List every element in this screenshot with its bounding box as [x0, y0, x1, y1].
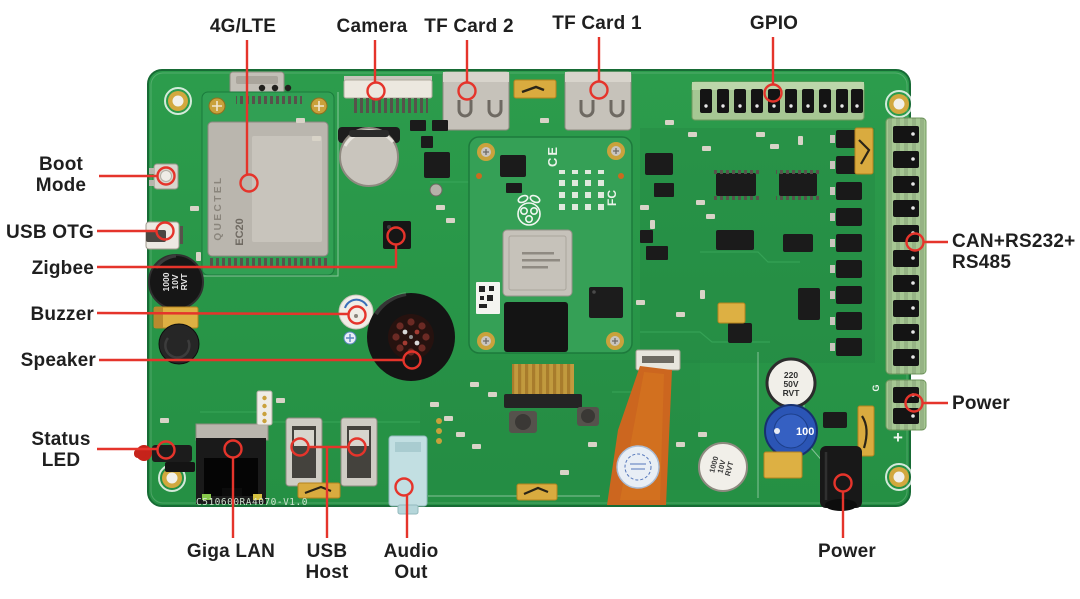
emmc-chip [504, 302, 568, 352]
cm4-fcc-mark: FC [605, 190, 619, 206]
lte-module: QUECTEL EC20 [201, 91, 335, 276]
electrolytic-capacitor-220: 220 50V RVT [765, 357, 817, 409]
inductors-bottom [509, 407, 599, 433]
gold-sticker-right-bottom [857, 405, 875, 457]
cm4-corner-screws [477, 142, 625, 350]
lte-brand-text: QUECTEL [213, 175, 224, 240]
cap-1000-line1: 1000 [707, 455, 720, 473]
cap-1000-line3: RVT [723, 460, 736, 477]
label-boot-mode: Boot Mode [35, 154, 87, 196]
silkscreen-part-number: C510600RA4070-V1.0 [196, 497, 308, 508]
cpu-shield [502, 229, 573, 297]
coin-battery [338, 127, 400, 187]
gold-sticker-right-top [854, 127, 874, 175]
tantalum-capacitor-mid [717, 302, 746, 324]
label-tf-card-2: TF Card 2 [424, 16, 514, 37]
serial-terminal [885, 117, 927, 375]
inductor-coil-left [158, 323, 200, 365]
cap-left-line1: 1000 [161, 272, 171, 291]
label-4g-lte: 4G/LTE [209, 16, 277, 37]
label-power-bottom: Power [817, 541, 877, 562]
label-tf-card-1: TF Card 1 [552, 13, 642, 34]
usb-host-ports [285, 417, 378, 487]
label-gpio: GPIO [749, 13, 799, 34]
callout-circles [155, 80, 925, 497]
electrolytic-capacitor-left: 1000 10V RVT [148, 254, 204, 310]
label-speaker: Speaker [20, 350, 96, 371]
cap-220-line3: RVT [783, 388, 801, 398]
label-power-right: Power [952, 393, 1011, 414]
cm4-ce-mark: CE [545, 145, 560, 167]
lcd-flex-connector [504, 364, 582, 408]
cap-left-line3: RVT [179, 273, 189, 291]
cap-220-line1: 220 [784, 370, 798, 380]
raspberry-pi-logo [517, 194, 541, 226]
silkscreen-plus: + [893, 428, 903, 447]
rj45-ethernet-port [195, 423, 269, 504]
wifi-chip [589, 287, 623, 318]
label-sticker-gold [513, 79, 557, 99]
tf-card-2-slot [442, 71, 510, 131]
gold-sticker-bottom-left [297, 482, 341, 499]
inductor-value: 100 [796, 426, 814, 438]
pad-column [436, 418, 442, 444]
label-buzzer: Buzzer [30, 304, 94, 325]
cap-1000-line2: 10V [715, 459, 727, 474]
tantalum-capacitor-power [763, 451, 803, 479]
label-camera: Camera [336, 16, 408, 37]
gold-sticker-bottom-mid [516, 483, 558, 501]
label-usb-otg: USB OTG [6, 222, 94, 243]
module-screws [208, 97, 328, 115]
cm4-qr-sticker [476, 282, 500, 314]
cm4-test-pads [556, 170, 608, 216]
label-can-rs232-rs485: CAN+RS232+ RS485 [952, 231, 1076, 273]
label-zigbee: Zigbee [31, 258, 94, 279]
cap-220-line2: 50V [783, 379, 798, 389]
power-inductor-100: 100 [764, 404, 818, 458]
orange-flex-cable [607, 366, 672, 505]
lte-model-text: EC20 [234, 218, 246, 246]
ic-chips [410, 120, 847, 428]
usb-otg-port [145, 221, 185, 250]
silkscreen-g: G [871, 384, 881, 391]
camera-connector [343, 76, 433, 113]
electrolytic-capacitor-1000: 1000 10V RVT [698, 442, 748, 492]
label-status-led: Status LED [31, 429, 91, 471]
label-usb-host: USB Host [305, 541, 349, 583]
label-giga-lan: Giga LAN [186, 541, 276, 562]
mounting-holes [158, 87, 913, 492]
cm4-module: CE FC [468, 136, 633, 354]
label-audio-out: Audio Out [383, 541, 439, 583]
pin-header-bottom [256, 390, 273, 426]
dc-barrel-jack [820, 446, 862, 511]
cap-left-line2: 10V [170, 274, 180, 289]
smd-components [160, 118, 803, 475]
leader-lines [96, 37, 948, 538]
round-sticker [616, 445, 660, 489]
